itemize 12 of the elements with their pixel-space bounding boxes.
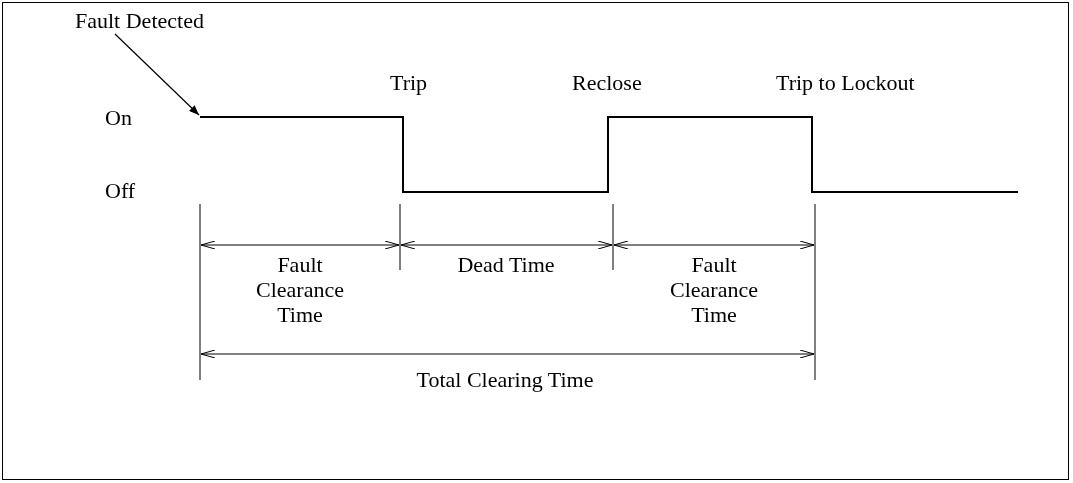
waveform-line — [199, 116, 1019, 193]
annotation-text: Fault Detected — [75, 8, 204, 33]
state-label: On — [105, 105, 132, 130]
event-label: Trip to Lockout — [776, 70, 915, 95]
dimension-label: Dead Time — [456, 252, 556, 277]
event-label: Reclose — [572, 70, 642, 95]
dimension-label: Fault Clearance Time — [255, 252, 345, 327]
dimension-label: Total Clearing Time — [415, 367, 595, 392]
dimension-label: Fault Clearance Time — [669, 252, 759, 327]
leader-line — [114, 33, 200, 116]
event-label: Trip — [390, 70, 428, 95]
state-label: Off — [105, 178, 136, 203]
